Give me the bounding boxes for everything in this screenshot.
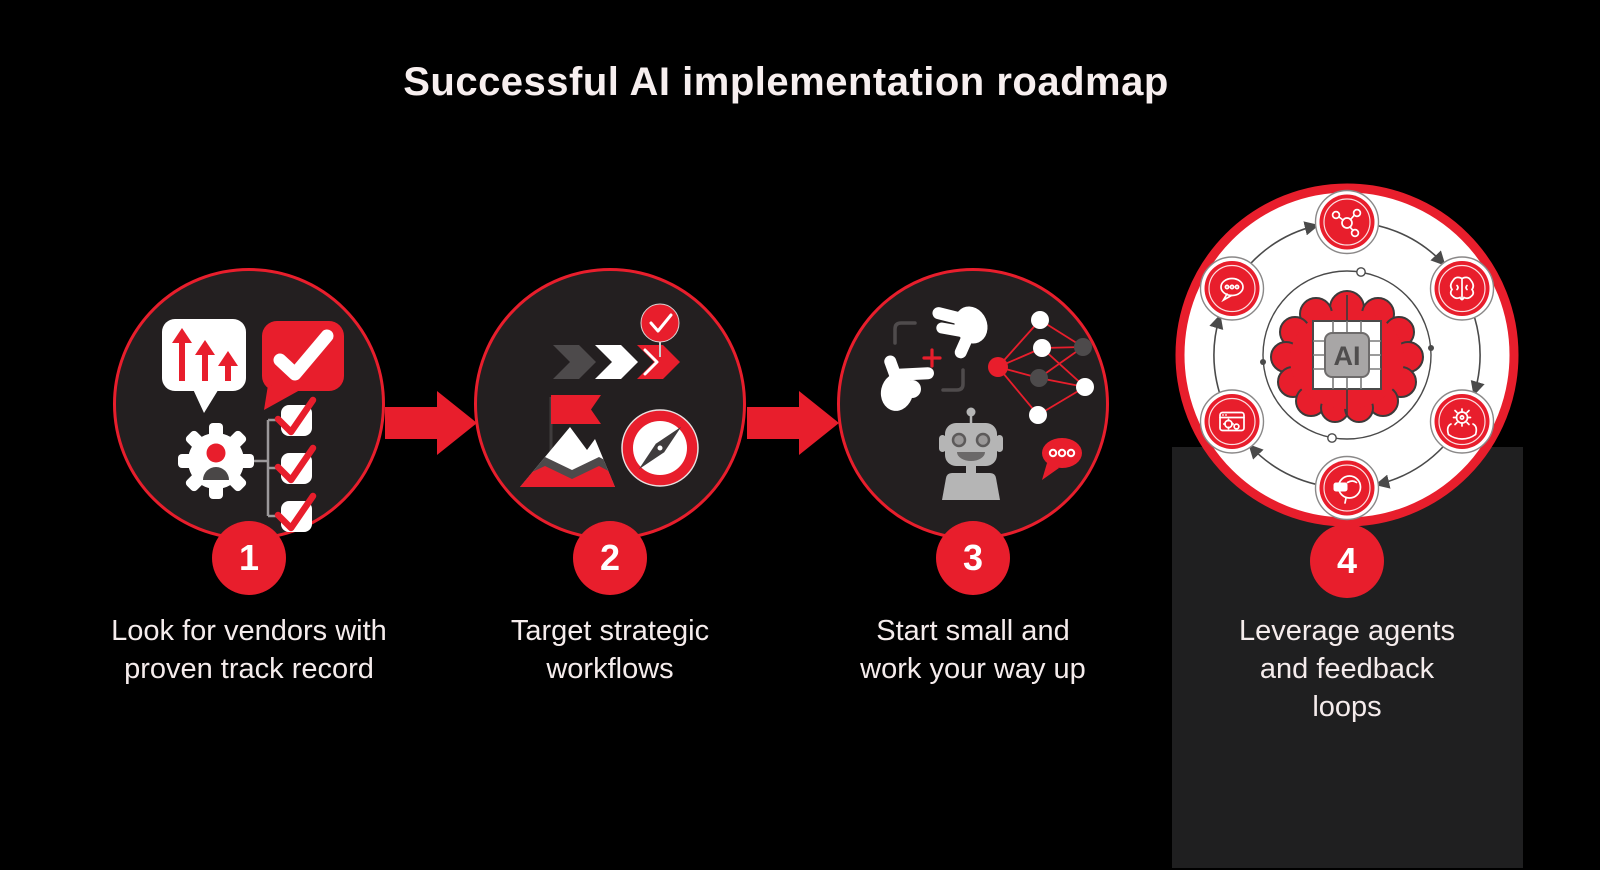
ai-chip-icon: AI (1312, 320, 1382, 390)
compass-icon (621, 409, 699, 487)
brain-icon (1429, 256, 1495, 321)
step-3-icons (880, 306, 1094, 500)
step-1-number-badge: 1 (212, 521, 286, 595)
arrow-step1-to-step2 (385, 391, 477, 455)
step-4-caption-line: Leverage agents (1238, 615, 1456, 647)
step-4-caption-line: and feedback (1259, 653, 1435, 685)
step-2-icons (520, 303, 699, 487)
automation-browser-icon (1199, 389, 1265, 454)
chat-dots-icon (1199, 256, 1265, 321)
neural-network-icon (988, 311, 1094, 424)
step-4-caption: Leverage agents and feedback loops (1127, 612, 1567, 726)
orbit-arrows (1209, 221, 1485, 489)
step-2-caption: Target strategic workflows (390, 612, 830, 688)
mountain-flag-icon (520, 395, 615, 487)
step-3-caption-line: work your way up (860, 653, 1086, 685)
step-3-number-badge: 3 (936, 521, 1010, 595)
step-3-icon-circle (837, 268, 1109, 540)
step-3-caption-line: Start small and (876, 615, 1070, 647)
chatbot-icon (939, 407, 1003, 500)
growth-chart-bubble-icon (162, 319, 246, 413)
process-chevrons-icon (553, 345, 680, 379)
page-title: Successful AI implementation roadmap (403, 60, 1169, 104)
step-4-icon-circle: AI (1175, 183, 1519, 527)
chat-bubble-icon (1042, 438, 1082, 480)
step-1-icons (162, 319, 344, 532)
step-2-number-badge: 2 (573, 521, 647, 595)
step-1-caption-line: Look for vendors with (111, 615, 387, 647)
step-2-caption-line: workflows (546, 653, 674, 685)
step-4-caption-line: loops (1312, 691, 1382, 723)
checklist-connector (244, 418, 280, 518)
step-2-caption-line: Target strategic (510, 615, 710, 647)
step-2-icon-circle (474, 268, 746, 540)
vendor-checklist-icon (274, 396, 317, 532)
molecule-icon (1314, 189, 1380, 255)
step-1-caption-line: proven track record (124, 653, 374, 685)
arrow-step2-to-step3 (747, 391, 839, 455)
vr-head-icon (1314, 455, 1380, 521)
framing-hands-icon (880, 306, 988, 411)
gear-person-icon (178, 423, 254, 499)
inner-orbit (1260, 267, 1434, 443)
step-1-caption: Look for vendors with proven track recor… (29, 612, 469, 688)
ai-chip-label: AI (1334, 341, 1361, 371)
step-4-number-badge: 4 (1310, 524, 1384, 598)
step-1-icon-circle (113, 268, 385, 540)
milestone-check-icon (640, 303, 680, 357)
check-speech-bubble-icon (262, 321, 344, 410)
hands-gear-icon (1429, 389, 1495, 454)
step-3-caption: Start small and work your way up (753, 612, 1193, 688)
